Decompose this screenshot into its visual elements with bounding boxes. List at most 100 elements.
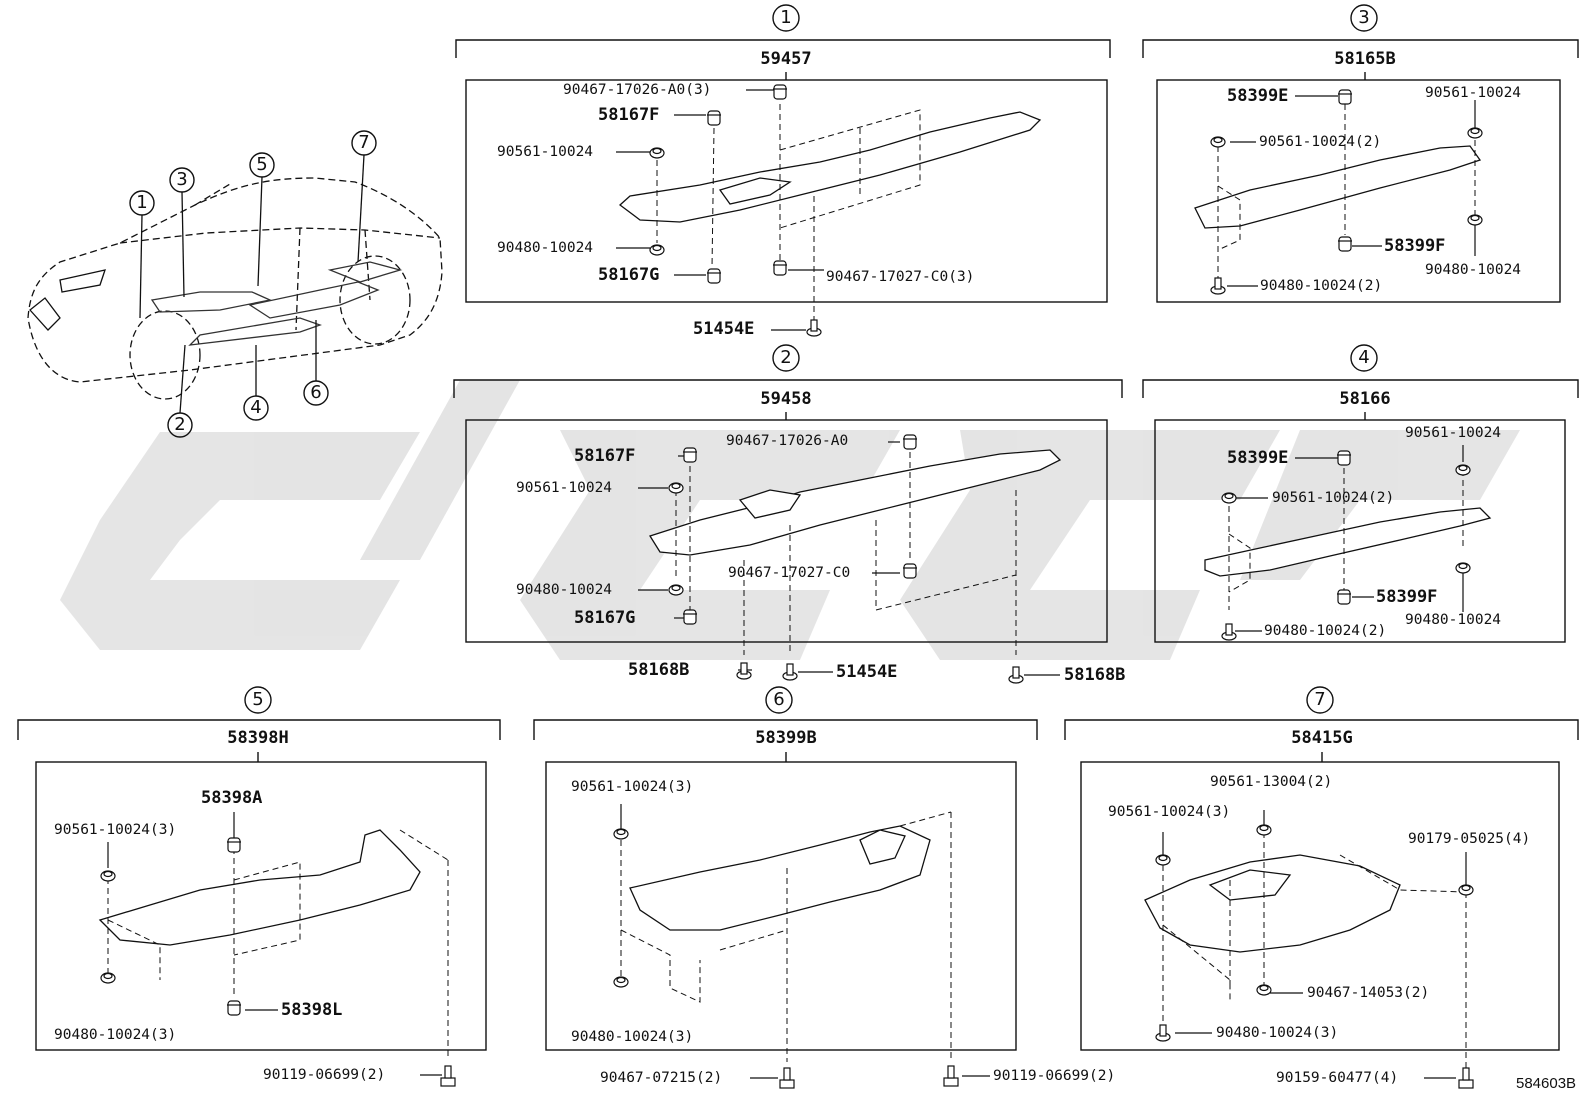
clip-icon xyxy=(903,563,917,579)
nut-icon xyxy=(1455,562,1471,574)
panel-header-58166: 58166 xyxy=(1339,389,1391,409)
panel-box-2 xyxy=(465,419,1108,643)
bolt-icon xyxy=(779,1067,795,1089)
clip-icon xyxy=(683,609,697,625)
panel-number-circle-2 xyxy=(772,344,800,372)
panel-number-2: 2 xyxy=(780,347,792,368)
figure-code: 584603B xyxy=(1516,1075,1577,1092)
panel-number-7: 7 xyxy=(1314,689,1326,710)
clip-icon xyxy=(773,84,787,100)
part-label: 58167F xyxy=(574,446,636,466)
bracket-58399B xyxy=(533,719,1038,740)
screw-icon xyxy=(1155,1024,1171,1042)
part-label: 51454E xyxy=(836,662,898,682)
part-label: 90467-17027-C0(3) xyxy=(826,269,975,285)
panel-box-5 xyxy=(35,761,487,1051)
nut-icon xyxy=(613,828,629,840)
part-label: 58399F xyxy=(1384,236,1446,256)
bracket-59458 xyxy=(453,379,1123,398)
nut-icon xyxy=(649,244,665,256)
part-label: 90480-10024 xyxy=(1405,612,1502,628)
panel-number-circle-1 xyxy=(772,4,800,32)
undercover-58399B xyxy=(629,825,931,931)
part-label: 90179-05025(4) xyxy=(1408,831,1531,847)
nut-icon xyxy=(100,972,116,984)
panel-box-3 xyxy=(1156,79,1561,303)
screw-icon xyxy=(782,663,798,681)
bracket-59457 xyxy=(455,39,1111,58)
part-label: 58399E xyxy=(1227,86,1289,106)
panel-number-1: 1 xyxy=(780,7,792,28)
part-label: 58168B xyxy=(628,660,690,680)
part-label: 90561-10024 xyxy=(516,480,613,496)
part-label: 58399F xyxy=(1376,587,1438,607)
car-callout-7: 7 xyxy=(358,132,370,153)
undercover-58165B xyxy=(1194,145,1482,229)
part-label: 90561-10024(2) xyxy=(1272,490,1395,506)
watermark-logo xyxy=(60,380,1520,660)
nut-icon xyxy=(649,147,665,159)
part-label: 90480-10024 xyxy=(516,582,613,598)
undercover-58166 xyxy=(1204,507,1492,577)
part-label: 58167G xyxy=(598,265,660,285)
part-label: 90480-10024(3) xyxy=(571,1029,694,1045)
part-label: 90480-10024(3) xyxy=(54,1027,177,1043)
part-label: 90480-10024(2) xyxy=(1260,278,1383,294)
part-label: 90561-10024(3) xyxy=(1108,804,1231,820)
panel-header-58398H: 58398H xyxy=(227,728,289,748)
screw-icon xyxy=(1210,277,1226,295)
bracket-58165B xyxy=(1142,39,1579,58)
part-label: 90467-17026-A0 xyxy=(726,433,849,449)
car-callout-3: 3 xyxy=(176,169,188,190)
nut-icon xyxy=(1458,884,1474,896)
car-outline xyxy=(27,154,443,414)
panel-header-59458: 59458 xyxy=(760,389,812,409)
car-callout-5: 5 xyxy=(256,154,268,175)
panel-number-circle-6 xyxy=(765,686,793,714)
panel-header-58165B: 58165B xyxy=(1334,49,1396,69)
part-label: 90467-17027-C0 xyxy=(728,565,851,581)
car-callout-2: 2 xyxy=(174,414,186,435)
part-label: 90561-13004(2) xyxy=(1210,774,1333,790)
part-label: 58168B xyxy=(1064,665,1126,685)
part-label: 90561-10024 xyxy=(497,144,594,160)
panel-header-58415G: 58415G xyxy=(1291,728,1353,748)
part-label: 51454E xyxy=(693,319,755,339)
nut-icon xyxy=(1256,984,1272,996)
part-label: 58398L xyxy=(281,1000,343,1020)
bolt-icon xyxy=(440,1065,456,1087)
screw-icon xyxy=(1221,623,1237,641)
screw-icon xyxy=(736,662,752,680)
part-label: 58167F xyxy=(598,105,660,125)
part-label: 90480-10024 xyxy=(497,240,594,256)
nut-icon xyxy=(100,870,116,882)
screw-icon xyxy=(1008,666,1024,684)
nut-icon xyxy=(1210,136,1226,148)
panel-number-circle-4 xyxy=(1350,344,1378,372)
nut-icon xyxy=(1467,214,1483,226)
clip-icon xyxy=(1338,89,1352,105)
part-label: 90467-14053(2) xyxy=(1307,985,1430,1001)
nut-icon xyxy=(668,482,684,494)
part-label: 90480-10024 xyxy=(1425,262,1522,278)
undercover-58415G xyxy=(1144,854,1401,953)
nut-icon xyxy=(1155,854,1171,866)
part-label: 90119-06699(2) xyxy=(993,1068,1116,1084)
nut-icon xyxy=(668,584,684,596)
clip-icon xyxy=(707,268,721,284)
nut-icon xyxy=(613,976,629,988)
panel-header-59457: 59457 xyxy=(760,49,812,69)
part-label: 58399E xyxy=(1227,448,1289,468)
clip-icon xyxy=(1337,589,1351,605)
panel-header-58399B: 58399B xyxy=(755,728,817,748)
car-callout-4: 4 xyxy=(250,397,262,418)
car-callout-6: 6 xyxy=(310,382,322,403)
clip-icon xyxy=(707,110,721,126)
panel-box-7 xyxy=(1080,761,1560,1051)
part-label: 90561-10024 xyxy=(1405,425,1502,441)
undercover-59457 xyxy=(618,111,1042,223)
panel-box-1 xyxy=(465,79,1108,303)
part-label: 90561-10024(3) xyxy=(571,779,694,795)
